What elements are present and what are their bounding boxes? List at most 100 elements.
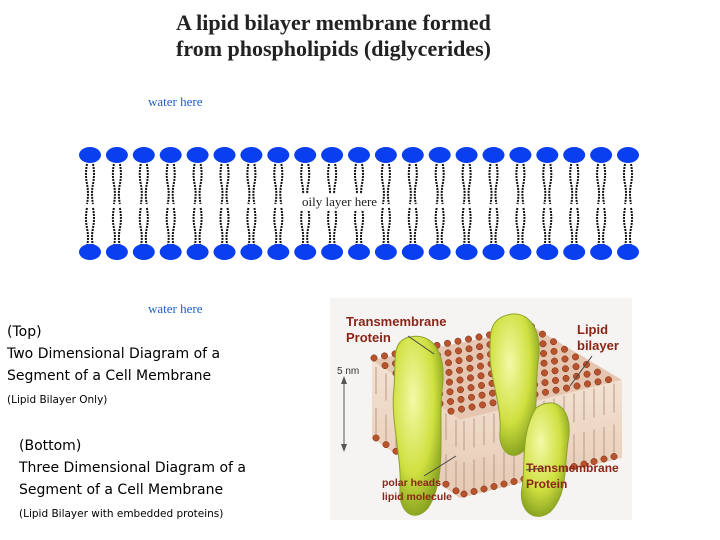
phospholipid-head xyxy=(590,244,613,260)
caption-top-line-2: Two Dimensional Diagram of a xyxy=(7,346,221,362)
lipid-tail xyxy=(602,163,607,205)
lipid-tail xyxy=(354,207,358,247)
lipid-tail xyxy=(440,163,445,205)
phospholipid-head xyxy=(401,244,424,260)
lipid-tail xyxy=(225,207,230,247)
phospholipid-head xyxy=(374,147,397,163)
lipid-tail xyxy=(440,207,445,247)
phospholipid-head xyxy=(348,244,370,260)
lipid-head xyxy=(539,330,546,338)
lipid-tail xyxy=(144,207,149,247)
lipid-head xyxy=(584,380,591,388)
lipid-head xyxy=(457,395,465,403)
phospholipid-head xyxy=(267,147,290,163)
lipid-head xyxy=(540,359,548,367)
lipid-head xyxy=(442,480,450,488)
lipid-head xyxy=(445,359,452,367)
phospholipid-head xyxy=(455,147,478,163)
lipid-head xyxy=(446,378,453,386)
lipid-head xyxy=(562,365,569,373)
lipid-head xyxy=(490,483,498,490)
lipid-head xyxy=(381,362,389,370)
lipid-tail xyxy=(225,163,230,205)
phospholipid-head xyxy=(321,147,344,163)
lipid-head xyxy=(610,453,618,460)
lipid-head xyxy=(444,339,451,347)
scale-arrow-head-bottom xyxy=(341,444,347,452)
lipid-tail xyxy=(461,207,466,247)
lipid-tail xyxy=(467,163,472,205)
label-transmembrane-protein-top: Transmembrane Protein xyxy=(346,314,446,346)
lipid-tail xyxy=(273,163,278,205)
phospholipid-head xyxy=(294,244,317,260)
lipid-tail xyxy=(434,207,439,247)
lipid-tail xyxy=(623,163,627,205)
lipid-head xyxy=(552,377,559,384)
lipid-tail xyxy=(91,207,95,247)
phospholipid-head xyxy=(617,147,639,163)
phospholipid-head xyxy=(186,244,209,260)
lipid-tail xyxy=(219,163,224,205)
phospholipid-head xyxy=(213,244,236,260)
lipid-tail xyxy=(192,207,197,247)
phospholipid-head xyxy=(240,244,263,260)
lipid-head xyxy=(583,370,591,378)
lipid-tail xyxy=(360,207,364,247)
phospholipid-head xyxy=(79,147,101,163)
oily-layer-label: oily layer here xyxy=(299,194,381,210)
lipid-tail xyxy=(252,163,257,205)
lipid-tail xyxy=(279,207,284,247)
lipid-head xyxy=(455,347,462,355)
lipid-head xyxy=(489,389,496,397)
caption-bottom-line-2: Three Dimensional Diagram of a xyxy=(19,460,246,476)
lipid-tail xyxy=(85,207,89,247)
phospholipid-head xyxy=(374,244,397,260)
lipid-head xyxy=(477,362,484,370)
phospholipid-head xyxy=(509,244,532,260)
lipid-tail xyxy=(434,163,439,205)
lipid-tail xyxy=(85,163,89,205)
title-line-2: from phospholipids (diglycerides) xyxy=(176,36,491,61)
transmembrane-protein-left xyxy=(392,335,444,516)
transmembrane-protein-center xyxy=(489,313,540,456)
membrane-3d-illustration xyxy=(330,298,632,520)
phospholipid-head xyxy=(79,244,101,260)
caption-bottom-line-3: Segment of a Cell Membrane xyxy=(19,482,224,498)
lipid-head xyxy=(550,338,557,346)
lipid-head xyxy=(444,349,452,357)
lipid-tail xyxy=(623,207,627,247)
lipid-head xyxy=(510,478,518,485)
lipid-head xyxy=(562,374,570,382)
lipid-tail xyxy=(494,207,499,247)
phospholipid-head xyxy=(159,147,182,163)
lipid-head xyxy=(489,399,497,407)
pointer-line-lipid xyxy=(569,355,593,387)
lipid-head xyxy=(475,333,483,341)
lipid-tail xyxy=(488,163,493,205)
lipid-tail xyxy=(596,163,601,205)
caption-bottom: (Bottom) Three Dimensional Diagram of a … xyxy=(19,435,246,521)
lipid-tail xyxy=(192,163,197,205)
lipid-tail xyxy=(602,207,607,247)
lipid-head xyxy=(467,384,475,392)
diagram-title: A lipid bilayer membrane formed from pho… xyxy=(176,10,576,62)
lipid-tail xyxy=(117,163,122,205)
lipid-head xyxy=(382,441,390,449)
lipid-head xyxy=(447,407,455,415)
lipid-head xyxy=(470,488,478,495)
lipid-head xyxy=(476,352,484,360)
lipid-head xyxy=(550,347,558,355)
lipid-tail xyxy=(246,163,251,205)
lipid-head xyxy=(454,337,462,345)
lipid-tail xyxy=(165,207,170,247)
lipid-tail xyxy=(273,207,278,247)
lipid-tail xyxy=(407,207,412,247)
lipid-head xyxy=(561,355,569,363)
lipid-tail xyxy=(171,163,176,205)
lipid-tail xyxy=(515,207,520,247)
phospholipid-head xyxy=(213,147,236,163)
lipid-head xyxy=(605,376,612,384)
phospholipid-head xyxy=(294,147,317,163)
phospholipid-head xyxy=(159,244,182,260)
lipid-head xyxy=(600,455,608,463)
